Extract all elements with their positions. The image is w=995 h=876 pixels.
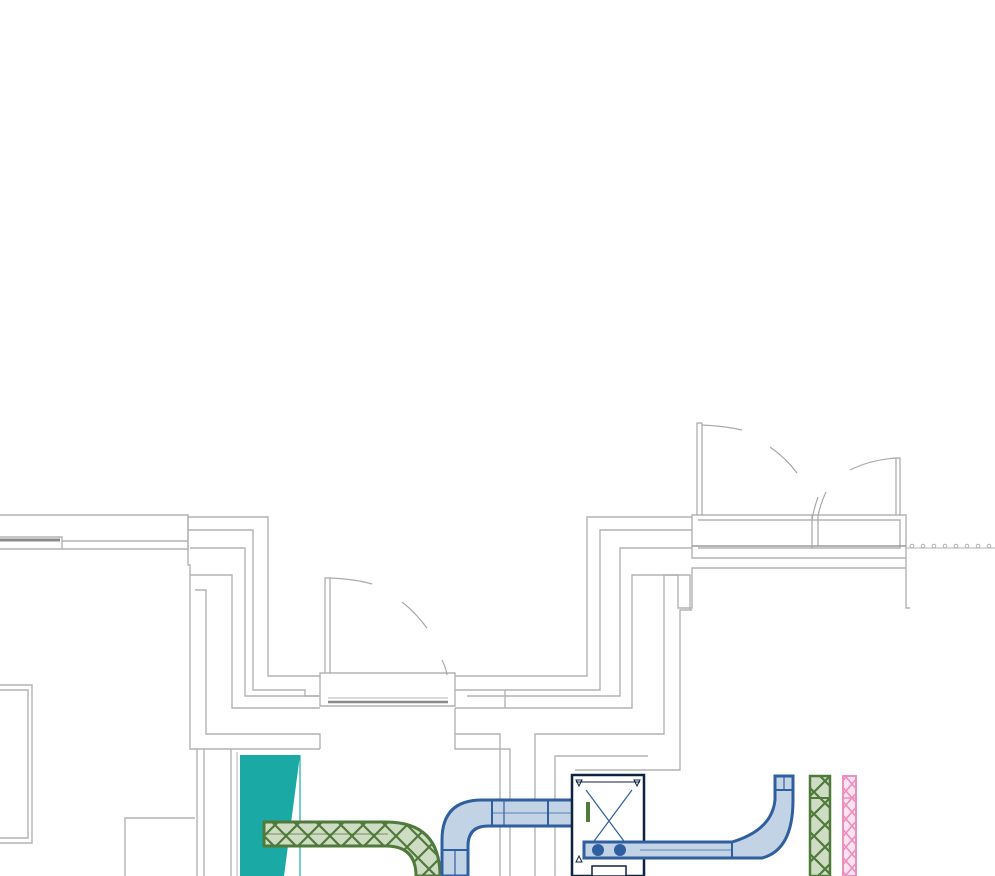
exhaust-duct bbox=[262, 820, 442, 876]
wall-center-6 bbox=[455, 733, 501, 876]
wall-right-slab bbox=[691, 514, 907, 559]
wall-right-stub bbox=[905, 558, 910, 609]
supply-duct-left bbox=[440, 797, 587, 876]
exhaust-riser bbox=[808, 774, 832, 876]
wall-center-8 bbox=[534, 567, 906, 876]
wall-left-6 bbox=[195, 589, 321, 749]
wall-center-9 bbox=[554, 755, 648, 876]
wall-left-partition bbox=[196, 749, 232, 876]
door-2 bbox=[696, 422, 819, 521]
wall-center-3 bbox=[467, 547, 692, 697]
ahu-unit bbox=[570, 773, 646, 876]
wall-top-left-slab bbox=[0, 514, 189, 550]
wall-center-outer bbox=[455, 516, 692, 677]
dotted-edge bbox=[909, 543, 992, 549]
supply-duct-right bbox=[582, 774, 795, 860]
pink-riser bbox=[842, 775, 857, 876]
door-3 bbox=[811, 457, 901, 548]
wall-left-cabinet bbox=[124, 817, 195, 876]
wall-left-3 bbox=[188, 529, 320, 697]
wall-left-2 bbox=[188, 516, 320, 677]
door-1 bbox=[324, 577, 448, 676]
wall-left-room-box bbox=[0, 684, 33, 844]
wall-left-5 bbox=[190, 574, 320, 709]
wall-left-4 bbox=[190, 547, 320, 697]
wall-top-left-slab-inner bbox=[0, 536, 188, 549]
walls bbox=[0, 514, 995, 876]
wall-center-2 bbox=[455, 529, 692, 691]
wall-left-outer bbox=[187, 515, 320, 750]
wall-center-4 bbox=[455, 574, 691, 709]
wall-center-10 bbox=[575, 609, 692, 771]
wall-right-slab-inner bbox=[698, 519, 901, 549]
teal-panel bbox=[236, 752, 301, 876]
door-1-strip bbox=[319, 672, 456, 707]
